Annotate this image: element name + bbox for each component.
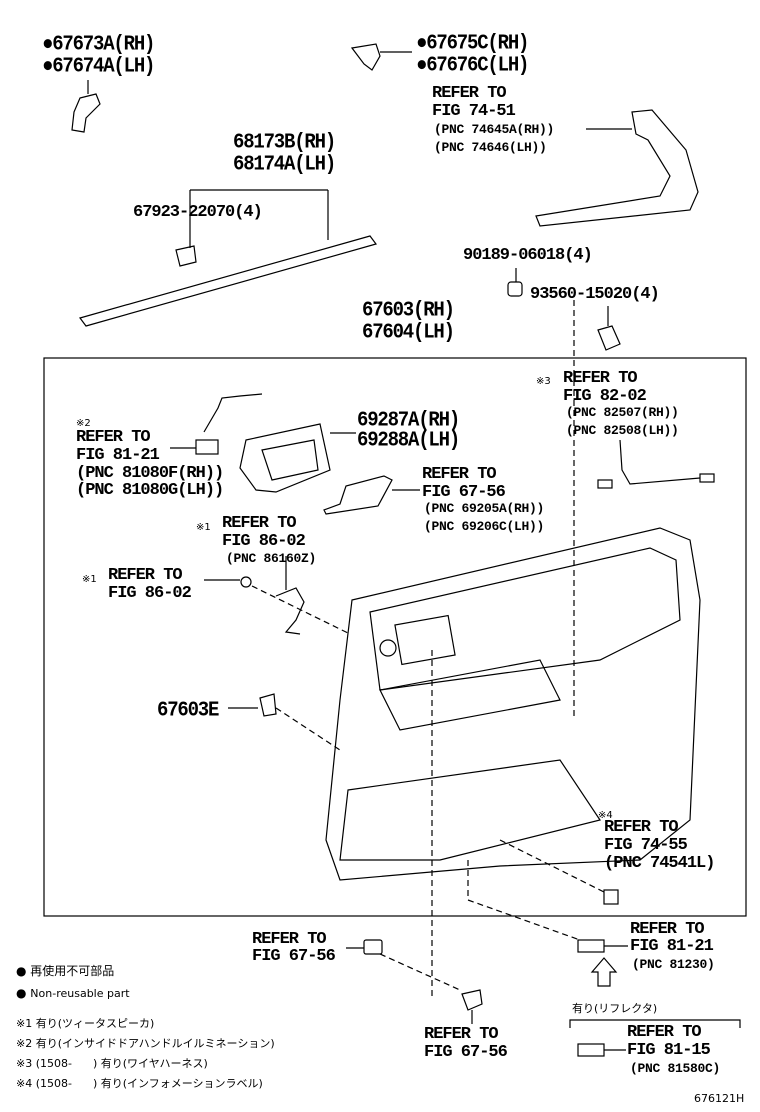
fig-link[interactable]: FIG 74-55: [604, 836, 688, 855]
part-93560: 93560-15020(4): [530, 285, 660, 304]
armrest-74645A: [535, 109, 699, 227]
pnc-label: (PNC 81080F(RH)): [76, 464, 224, 483]
pnc-label: (PNC 69206C(LH)): [424, 519, 545, 534]
part-67603: 67603(RH): [362, 297, 455, 322]
arrow-icon: [590, 957, 618, 987]
pnc-label: (PNC 81580C): [630, 1061, 721, 1076]
part-67923: 67923-22070(4): [133, 203, 263, 222]
note-2: ※2 有り(インサイドドアハンドルイルミネーション): [16, 1037, 275, 1050]
pnc-label: (PNC 82507(RH)): [566, 405, 679, 420]
garnish-67673A: [71, 93, 101, 133]
door-trim-panel: [325, 527, 701, 881]
note-mark: ※1: [196, 522, 211, 533]
handle-bezel-69287A: [239, 423, 331, 493]
part-67604: 67604(LH): [362, 319, 455, 344]
fig-link[interactable]: FIG 86-02: [222, 532, 306, 551]
ref-label: REFER TO: [563, 369, 638, 388]
part-67676C: ●67676C(LH): [416, 52, 529, 77]
note-mark: ※1: [82, 574, 97, 585]
legend-jp-text: 再使用不可部品: [30, 964, 115, 978]
ref-label: REFER TO: [108, 566, 183, 585]
note-mark: ※3: [536, 376, 551, 387]
part-90189: 90189-06018(4): [463, 246, 593, 265]
weatherstrip-68173B: [78, 235, 378, 327]
part-68173B: 68173B(RH): [233, 129, 336, 154]
note-mark: ※2: [76, 418, 91, 429]
garnish-67675C: [350, 43, 381, 71]
ref-label: REFER TO: [627, 1023, 702, 1042]
pnc-label: (PNC 82508(LH)): [566, 423, 679, 438]
part-69288A: 69288A(LH): [357, 427, 460, 452]
ref-label: REFER TO: [422, 465, 497, 484]
part-67673A: ●67673A(RH): [42, 31, 155, 56]
part-69287A: 69287A(RH): [357, 407, 460, 432]
dot-icon: ●: [16, 986, 31, 1000]
legend-en-text: Non-reusable part: [30, 987, 130, 1000]
fig-link[interactable]: FIG 81-21: [630, 937, 714, 956]
figure-id: 676121H: [694, 1092, 745, 1105]
illumination-harness: [203, 393, 263, 433]
illumination-lamp: [195, 439, 219, 455]
pnc-label: (PNC 74541L): [604, 854, 715, 873]
fig-link[interactable]: FIG 82-02: [563, 387, 647, 406]
clip-67603E: [259, 693, 277, 717]
screw-93560: [597, 325, 621, 351]
fig-link[interactable]: FIG 74-51: [432, 102, 516, 121]
pnc-label: (PNC 74646(LH)): [434, 140, 547, 155]
fig-link[interactable]: FIG 81-15: [627, 1041, 711, 1060]
tweeter-86160Z: [275, 587, 305, 635]
ref-label: REFER TO: [222, 514, 297, 533]
ref-label: REFER TO: [252, 930, 327, 949]
reflector-81580C: [577, 1043, 605, 1057]
ref-label: REFER TO: [76, 428, 151, 447]
legend-jp: ● 再使用不可部品: [16, 965, 114, 977]
fig-link[interactable]: FIG 81-21: [76, 446, 160, 465]
pnc-label: (PNC 74645A(RH)): [434, 122, 555, 137]
pnc-label: (PNC 81230): [632, 957, 715, 972]
part-67603E: 67603E: [157, 697, 219, 722]
ref-label: REFER TO: [604, 818, 679, 837]
ref-label: REFER TO: [432, 84, 507, 103]
inside-handle-69205A: [323, 475, 393, 515]
part-67674A: ●67674A(LH): [42, 53, 155, 78]
fig-link[interactable]: FIG 86-02: [108, 584, 192, 603]
note-4: ※4 (1508- ) 有り(インフォメーションラベル): [16, 1077, 263, 1090]
screw-67-56: [461, 989, 483, 1011]
fig-link[interactable]: FIG 67-56: [424, 1043, 508, 1062]
fig-link[interactable]: FIG 67-56: [422, 483, 506, 502]
note-3: ※3 (1508- ) 有り(ワイヤハーネス): [16, 1057, 208, 1070]
clip-67923: [175, 245, 197, 267]
ref-label: REFER TO: [424, 1025, 499, 1044]
wire-harness-82507: [619, 439, 701, 485]
note-1: ※1 有り(ツィータスピーカ): [16, 1017, 155, 1030]
clip-67-56: [363, 939, 383, 955]
door-trim-assembly-frame: [43, 357, 747, 917]
ref-label: REFER TO: [630, 920, 705, 939]
pnc-label: (PNC 81080G(LH)): [76, 481, 224, 500]
pnc-label: (PNC 86160Z): [226, 551, 317, 566]
legend-en: ● Non-reusable part: [16, 987, 130, 999]
part-67675C: ●67675C(RH): [416, 30, 529, 55]
part-68174A: 68174A(LH): [233, 151, 336, 176]
fig-link[interactable]: FIG 67-56: [252, 947, 336, 966]
pnc-label: (PNC 69205A(RH)): [424, 501, 545, 516]
screw-86-02: [240, 576, 252, 588]
information-label-74541L: [603, 889, 619, 905]
note-mark: ※4: [598, 810, 613, 821]
dot-icon: ●: [16, 964, 31, 978]
reflector-note: 有り(リフレクタ): [572, 1002, 658, 1015]
clip-90189: [507, 281, 523, 297]
courtesy-lamp-81230: [577, 939, 605, 953]
